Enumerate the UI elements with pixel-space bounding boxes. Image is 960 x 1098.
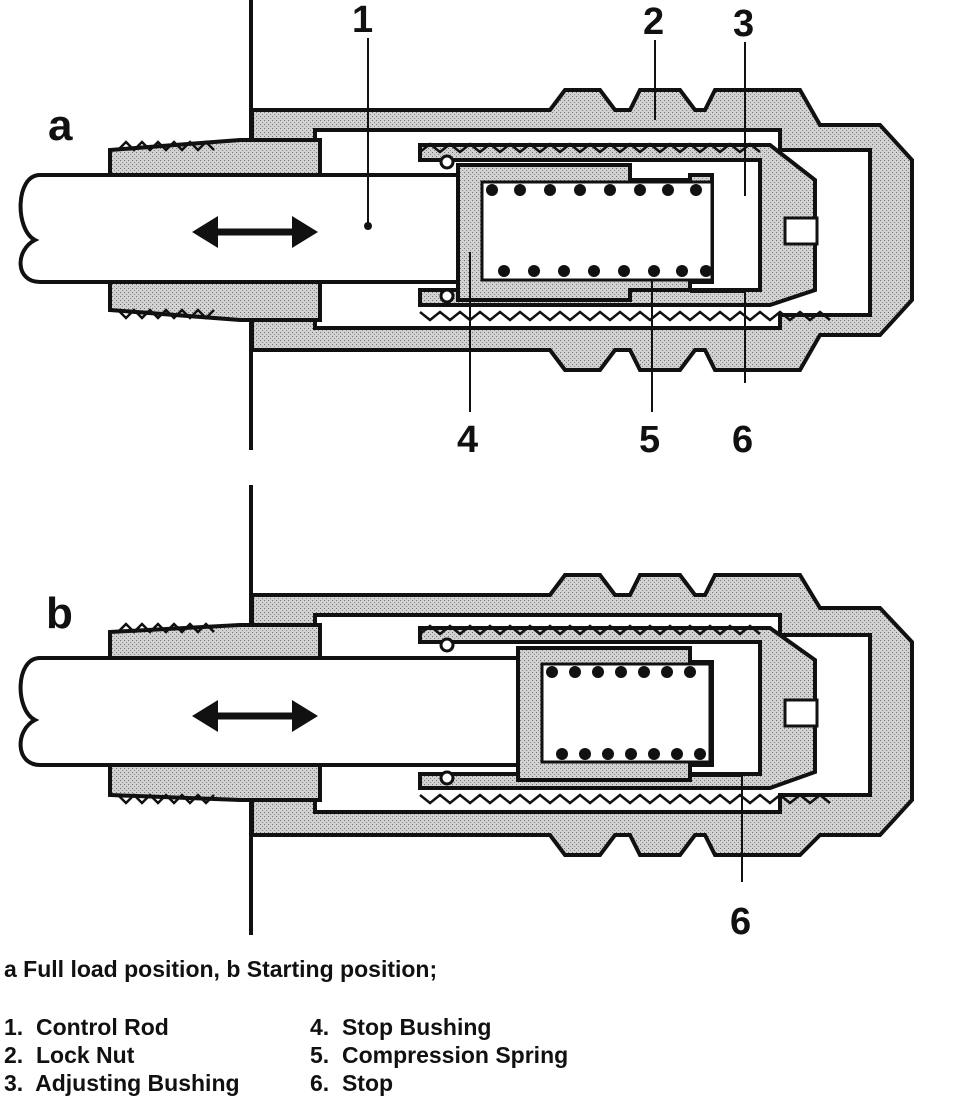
legend-label: Control Rod: [35, 1014, 169, 1040]
callout-5: 5: [639, 419, 660, 461]
panel-b-stop-leader: [690, 775, 743, 882]
panel-b-thread-bottom: [117, 793, 215, 805]
panel-b-slot: [783, 698, 819, 728]
double-arrow-icon: [192, 216, 318, 248]
legend-number: 2.: [4, 1042, 24, 1068]
panel-a-thread-bottom: [117, 308, 215, 320]
panel-a-spring-chamber: [480, 180, 714, 282]
callout-6: 6: [732, 419, 753, 461]
legend-label: Stop Bushing: [341, 1014, 492, 1040]
callout-3: 3: [733, 3, 754, 45]
figure-caption: a Full load position, b Starting positio…: [4, 956, 438, 982]
panel-b-spring-chamber: [540, 662, 712, 764]
panel-a-stop-leader: [690, 291, 746, 383]
panel-b-adjusting-bushing: [418, 626, 817, 790]
panel-a-rod-marker: [364, 222, 372, 230]
panel-a: a 1 2 3 4 5 6: [18, 0, 914, 461]
panel-a-compression-spring: [486, 184, 712, 277]
callout-4: 4: [457, 419, 478, 461]
legend-label: Compression Spring: [341, 1042, 569, 1068]
legend-label: Stop: [341, 1070, 394, 1096]
panel-a-slot: [783, 216, 819, 246]
panel-b-compression-spring: [546, 666, 706, 760]
legend-item-5: 5. Compression Spring: [310, 1041, 568, 1069]
double-arrow-icon: [192, 700, 318, 732]
legend-item-2: 2. Lock Nut: [4, 1041, 134, 1069]
legend-number: 4.: [310, 1014, 330, 1040]
panel-a-bushing-thread-top: [419, 142, 761, 154]
panel-a-letter: a: [48, 101, 73, 150]
legend-number: 3.: [4, 1070, 24, 1096]
panel-a-circlip-top: [439, 154, 455, 170]
panel-b-thread-top: [117, 622, 215, 634]
panel-b-bushing-thread-top: [419, 624, 761, 636]
panel-b-bushing-thread-bottom: [419, 793, 831, 805]
callout-b-6: 6: [730, 901, 751, 943]
panel-a-adjusting-bushing: [418, 143, 817, 307]
panel-b-circlip-top: [439, 637, 455, 653]
legend-item-3: 3. Adjusting Bushing: [4, 1069, 240, 1097]
legend-item-1: 1. Control Rod: [4, 1013, 169, 1041]
panel-a-thread-top: [117, 140, 215, 152]
panel-a-circlip-bottom: [439, 288, 455, 304]
legend-label: Lock Nut: [35, 1042, 135, 1068]
panel-b-control-rod: [18, 656, 522, 767]
legend-number: 5.: [310, 1042, 330, 1068]
legend-item-6: 6. Stop: [310, 1069, 393, 1097]
panel-b: b 6: [18, 485, 914, 943]
legend-number: 1.: [4, 1014, 24, 1040]
callout-1: 1: [352, 0, 373, 41]
legend-label: Adjusting Bushing: [35, 1070, 240, 1096]
cutaway-diagram: a 1 2 3 4 5 6 b 6: [18, 0, 914, 943]
callout-2: 2: [643, 1, 664, 43]
legend-number: 6.: [310, 1070, 330, 1096]
legend-item-4: 4. Stop Bushing: [310, 1013, 491, 1041]
panel-b-letter: b: [46, 589, 73, 638]
panel-a-bushing-thread-bottom: [419, 310, 831, 322]
panel-b-circlip-bottom: [439, 770, 455, 786]
